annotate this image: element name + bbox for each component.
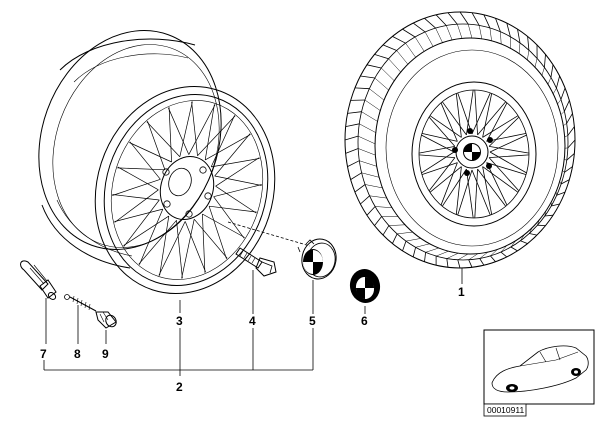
- valve-cap-drawing: [95, 311, 117, 329]
- complete-wheel-drawing: [344, 11, 576, 269]
- diagram-number: 00010911: [487, 405, 524, 415]
- alloy-rim-drawing: [38, 30, 276, 294]
- wheel-bolt-drawing: [235, 247, 277, 277]
- callout-3: 3: [176, 314, 183, 328]
- callout-8: 8: [74, 347, 81, 361]
- callout-9: 9: [102, 347, 109, 361]
- valve-drawing: [20, 260, 57, 300]
- hub-cap-drawing: [227, 221, 337, 280]
- car-thumbnail: 00010911: [483, 329, 595, 417]
- emblem-drawing: [349, 269, 381, 303]
- callout-1: 1: [458, 285, 465, 299]
- leader-lines: [43, 268, 463, 376]
- callout-2: 2: [176, 380, 183, 394]
- valve-core-drawing: [64, 294, 97, 312]
- callout-7: 7: [40, 347, 47, 361]
- callout-4: 4: [249, 314, 256, 328]
- callout-6: 6: [361, 314, 368, 328]
- callout-5: 5: [309, 314, 316, 328]
